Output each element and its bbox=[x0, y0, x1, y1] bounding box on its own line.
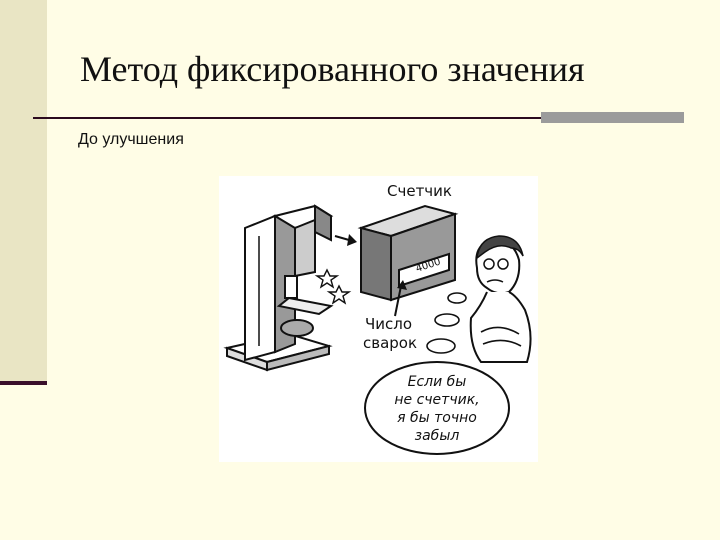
welding-counter-illustration: 4000 Счетчик Число сварок Если бы не сче… bbox=[219, 176, 538, 462]
bubble-line3: я бы точно bbox=[397, 410, 477, 426]
counter-label: Счетчик bbox=[387, 182, 452, 200]
thought-dot bbox=[447, 292, 467, 304]
bubble-line1: Если бы bbox=[408, 374, 467, 390]
machine-electrode bbox=[284, 275, 298, 299]
worker-arms bbox=[480, 326, 522, 347]
number-label-line1: Число bbox=[365, 315, 412, 333]
machine-lower-cylinder bbox=[280, 319, 314, 337]
number-label-line2: сварок bbox=[363, 334, 417, 352]
pointer-head bbox=[397, 280, 407, 290]
worker-eye bbox=[483, 258, 495, 270]
bubble-line4: забыл bbox=[415, 428, 460, 444]
bubble-line2: не счетчик, bbox=[394, 392, 479, 408]
slide-subtitle: До улучшения bbox=[78, 131, 184, 148]
slide-title: Метод фиксированного значения bbox=[80, 49, 585, 89]
machine-workpiece bbox=[276, 296, 334, 316]
counter-side bbox=[360, 226, 392, 302]
signal-arrow-head bbox=[347, 234, 357, 246]
title-rule-thin bbox=[33, 117, 541, 119]
thought-dot bbox=[434, 313, 460, 327]
spark-star-icon bbox=[314, 268, 340, 289]
title-rule-thick bbox=[541, 112, 684, 123]
thought-dot bbox=[426, 338, 456, 354]
left-decor-line bbox=[0, 381, 47, 385]
worker-mouth bbox=[486, 279, 504, 283]
counter-display bbox=[398, 252, 450, 288]
worker-eye bbox=[497, 258, 509, 270]
pointer-line bbox=[394, 285, 402, 317]
thought-bubble bbox=[364, 361, 510, 455]
machine-column-front bbox=[244, 214, 276, 362]
machine-base-front bbox=[266, 344, 330, 372]
machine-arm-end bbox=[314, 204, 332, 242]
machine-head bbox=[294, 218, 316, 278]
signal-arrow bbox=[334, 235, 350, 241]
left-decor-band bbox=[0, 0, 47, 383]
worker-hair bbox=[476, 235, 524, 260]
spark-star-icon bbox=[326, 284, 352, 305]
illustration-svg: 4000 Счетчик Число сварок Если бы не сче… bbox=[223, 182, 532, 455]
